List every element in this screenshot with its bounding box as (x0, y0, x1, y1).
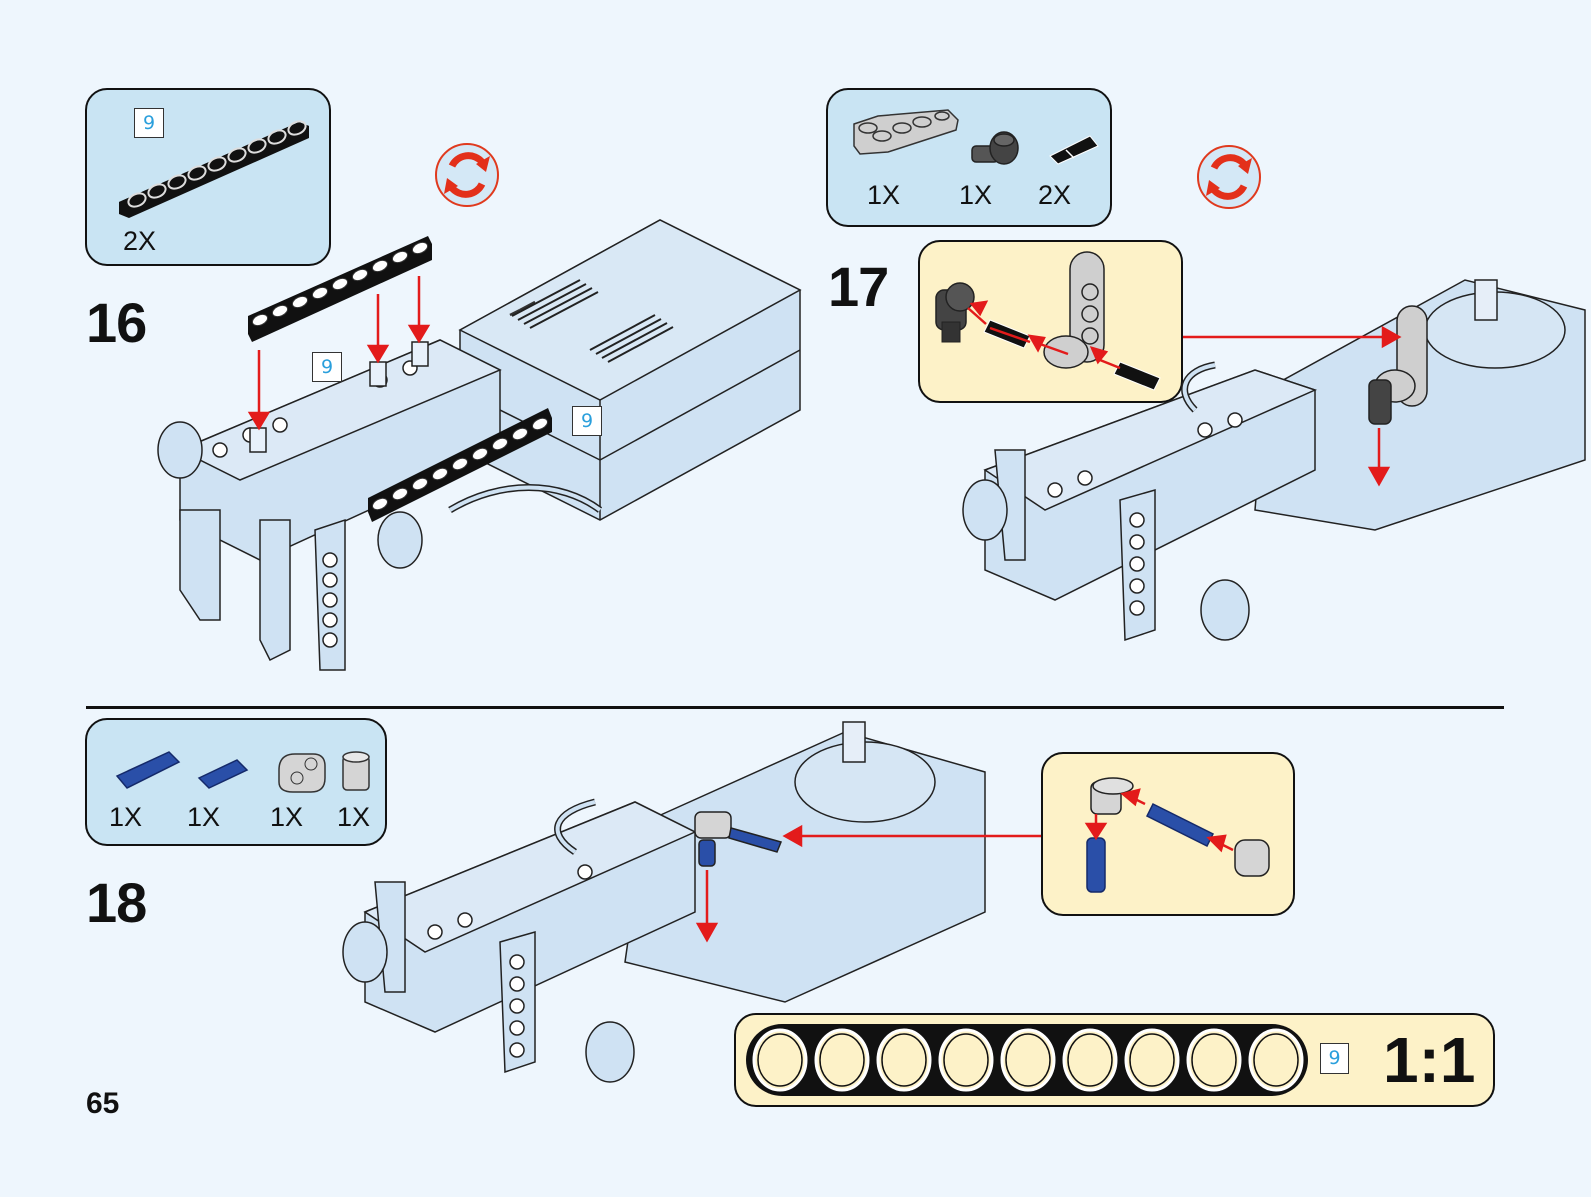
scale-reference-beam (746, 1024, 1308, 1096)
part-quantity: 1X (109, 802, 143, 832)
step18-model-illustration (342, 721, 1041, 1083)
subassembly-illustration (1084, 777, 1270, 893)
step16-model-illustration (157, 219, 802, 671)
step-number: 17 (828, 255, 889, 318)
step17-model-illustration (962, 279, 1586, 642)
blue-axle-pin-part-icon (197, 759, 249, 789)
beam-length-tag: 9 (572, 406, 602, 436)
cross-block-part-icon (278, 753, 326, 793)
step17-parts-box: 1X 1X 2X (826, 88, 1112, 227)
black-beam-9-part-icon (119, 120, 309, 218)
black-pin-part-icon (1049, 135, 1099, 165)
step18-subassembly-callout (1041, 752, 1295, 916)
step16-parts-box: 9 2X (85, 88, 331, 266)
step-number: 18 (86, 871, 147, 934)
step-divider (86, 706, 1504, 709)
axle-connector-part-icon (971, 131, 1019, 165)
page-number: 65 (86, 1087, 120, 1120)
part-quantity: 1X (867, 180, 901, 210)
beam-length-tag: 9 (134, 108, 164, 138)
part-quantity: 1X (337, 802, 371, 832)
part-quantity: 1X (959, 180, 993, 210)
l-beam-part-icon (853, 109, 959, 155)
part-quantity: 1X (187, 802, 221, 832)
step17-subassembly-callout (918, 240, 1183, 403)
rotate-model-icon (1197, 145, 1261, 209)
scale-ratio-label: 1:1 (1383, 1024, 1476, 1096)
step18-parts-box: 1X 1X 1X 1X (85, 718, 387, 846)
part-quantity: 1X (270, 802, 304, 832)
step-number: 16 (86, 291, 147, 354)
part-quantity: 2X (123, 226, 157, 256)
rotate-model-icon (435, 143, 499, 207)
beam-length-tag: 9 (312, 352, 342, 382)
blue-long-pin-part-icon (115, 751, 181, 789)
subassembly-illustration (935, 251, 1161, 391)
part-quantity: 2X (1038, 180, 1072, 210)
bush-part-icon (342, 751, 370, 791)
beam-length-tag: 9 (1320, 1043, 1349, 1074)
